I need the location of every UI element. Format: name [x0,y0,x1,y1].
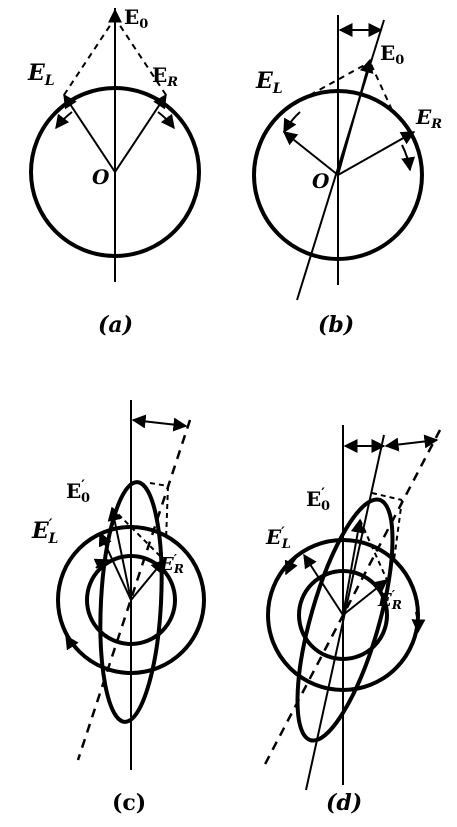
ellipse-tip-dashed [149,482,169,487]
panel-c: E′0 E′L E′R (c) [31,400,206,816]
label-el-prime: E′L [31,517,58,547]
right-rotation-arrow [157,111,175,130]
second-rotation-angle-arrow [384,434,439,452]
label-e0-prime: E′0 [306,486,330,514]
parallelogram-dashed [111,507,165,561]
rotation-angle-arrow [131,414,188,432]
el-vector [303,553,344,616]
polarization-ellipse [295,497,395,743]
label-el: EL [255,68,283,97]
e0-vector [337,58,374,176]
caption-a: (a) [98,312,133,338]
el-vector [282,131,339,176]
parallelogram-dashed [359,519,388,581]
left-rotation-arrow [283,111,301,134]
panel-d: E′0 E′L E′R (d) [260,425,442,816]
outer-left-rotation-arrow [284,557,298,576]
er-vector [130,558,165,601]
label-e0: E0 [124,5,148,32]
er-vector [342,579,389,616]
er-vector [114,93,167,173]
rotated-polarization-dashed [76,419,192,761]
label-er: ER [152,63,178,90]
label-el-prime: E′L [265,525,291,552]
parallelogram-right-dashed [114,17,167,96]
rotated-polarization-dashed [260,429,442,771]
label-er-prime: E′R [159,552,184,576]
polarization-ellipse [98,480,164,724]
inner-circle [297,569,389,661]
outer-rotation-arrow [65,634,81,653]
e0-vector [342,518,365,616]
caption-b: (b) [318,312,354,338]
outer-right-rotation-arrow [411,611,426,634]
inner-circle [85,554,177,646]
right-rotation-arrow [401,144,416,172]
caption-d: (d) [326,790,362,816]
e0-vector [107,506,132,601]
parallelogram-left-dashed [309,61,371,96]
label-e0: E0 [380,41,404,68]
outer-circle [56,525,206,675]
left-rotation-arrow [55,111,73,130]
label-origin: O [92,165,110,189]
ellipse-side-dashed [393,499,403,561]
el-vector [98,531,132,601]
label-origin: O [312,169,330,193]
parallelogram-left-dashed [63,17,116,96]
inner-rotation-arrow [93,558,110,572]
label-er: ER [415,105,442,132]
el-vector [63,93,116,173]
label-er-prime: E′R [377,588,402,612]
caption-c: (c) [112,790,146,816]
rotation-circle [252,89,424,261]
parallelogram-right-dashed [369,61,393,111]
panel-b: E0 EL ER O (b) [252,15,442,338]
label-e0-prime: E′0 [66,478,90,506]
label-el: EL [27,60,55,89]
ellipse-side-dashed [165,485,169,541]
panel-a: E0 EL ER O (a) [27,5,201,338]
er-vector [337,131,416,176]
outer-circle [266,538,420,692]
